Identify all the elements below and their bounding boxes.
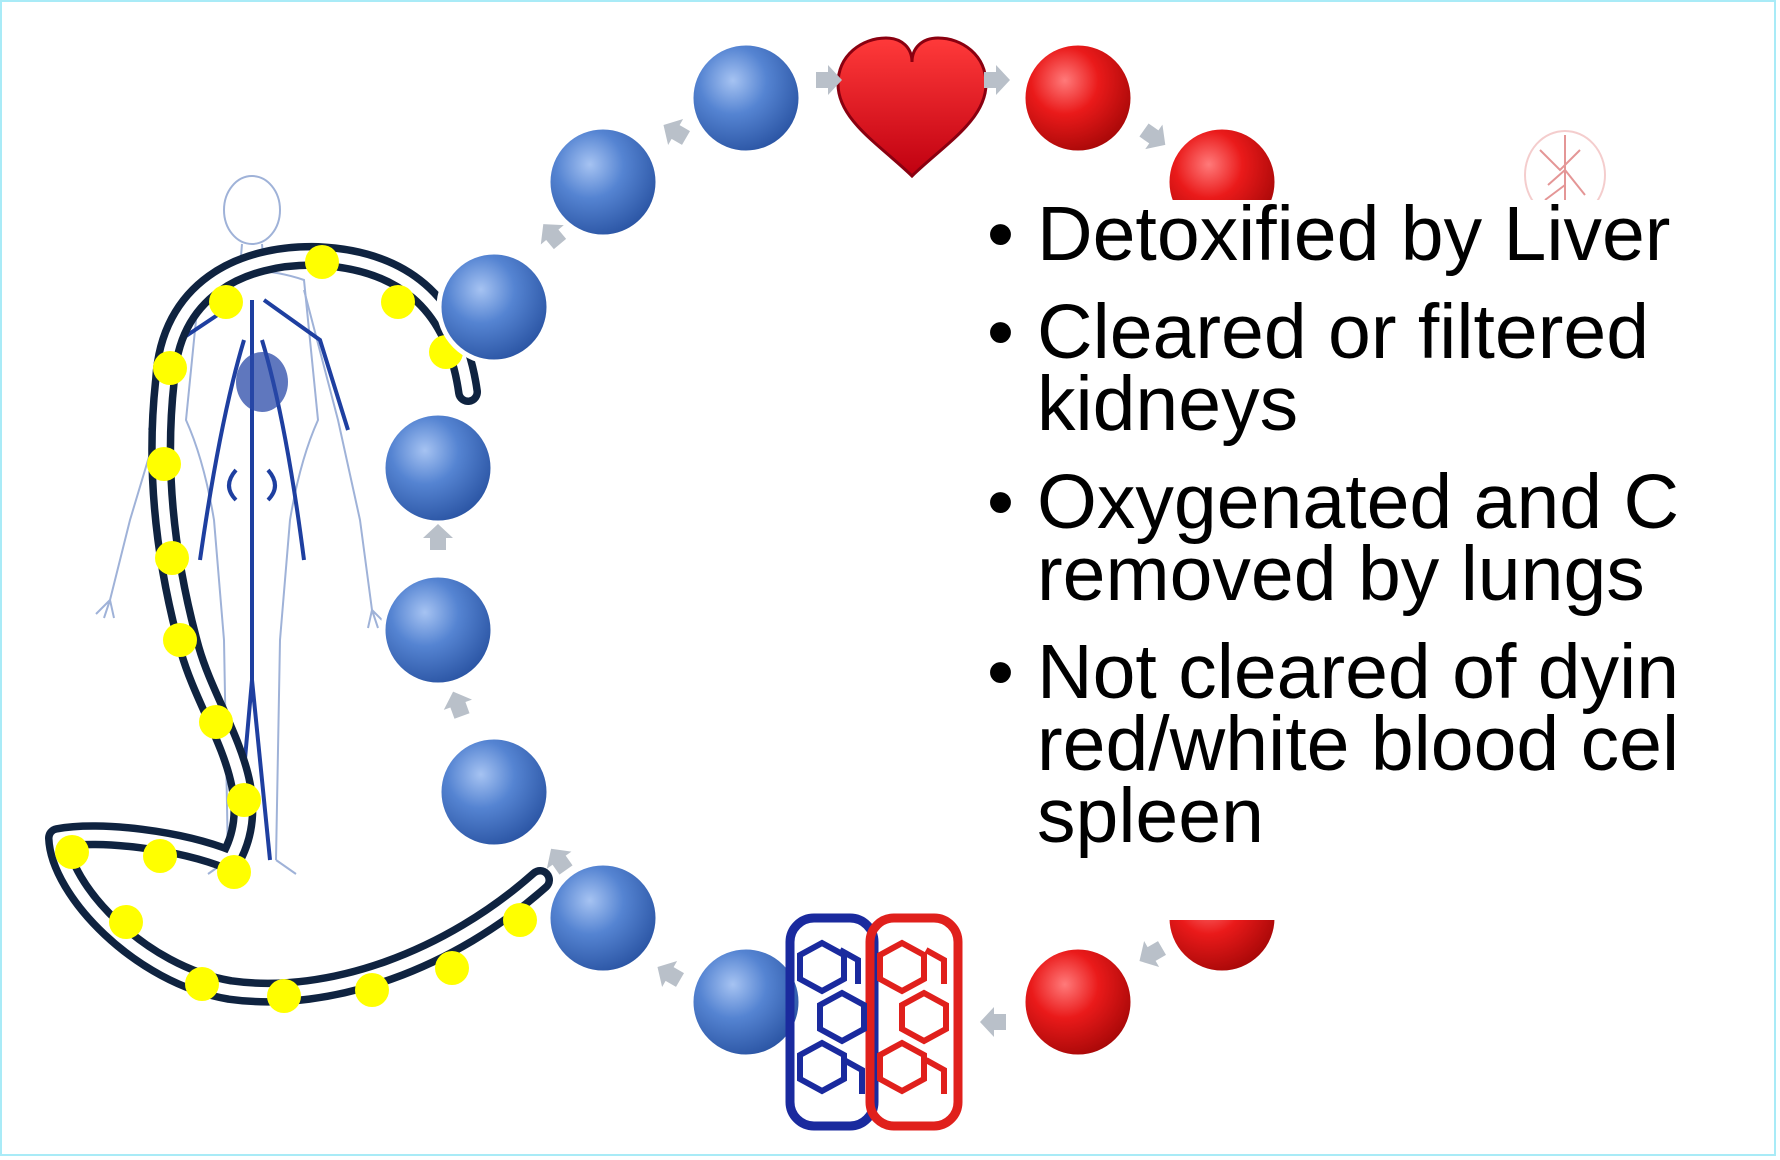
arrow — [439, 686, 476, 721]
bullet-item: Detoxified by Liver — [975, 198, 1780, 270]
bullet-line: removed by lungs — [1037, 538, 1780, 610]
arrow — [984, 65, 1010, 95]
bullet-line: Cleared or filtered — [1037, 296, 1780, 368]
arrow — [650, 954, 688, 993]
heart-organ — [236, 352, 288, 412]
blue-cell — [548, 127, 658, 237]
arrow — [656, 112, 694, 151]
arrow — [1132, 935, 1170, 974]
blue-cell — [548, 863, 658, 973]
arrow — [1135, 118, 1174, 157]
blue-cell — [439, 737, 549, 847]
arrow — [423, 524, 453, 550]
bullet-item: Cleared or filtered kidneys — [975, 296, 1780, 440]
heart-icon — [838, 38, 986, 176]
blue-cell — [383, 413, 493, 523]
bullet-line: spleen — [1037, 780, 1780, 852]
bullet-list: Detoxified by Liver Cleared or filtered … — [975, 198, 1780, 878]
bullet-line: kidneys — [1037, 368, 1780, 440]
red-cell — [1023, 43, 1133, 153]
bullet-line: Oxygenated and C — [1037, 466, 1780, 538]
bullet-item: Not cleared of dyin red/white blood cel … — [975, 636, 1780, 852]
blue-cell — [691, 947, 801, 1057]
bullet-line: Detoxified by Liver — [1037, 198, 1780, 270]
blue-cell — [439, 252, 549, 362]
blue-cell — [691, 43, 801, 153]
capillary-network-icon — [790, 918, 958, 1126]
bullet-item: Oxygenated and C removed by lungs — [975, 466, 1780, 610]
blue-cell — [383, 575, 493, 685]
red-cell — [1023, 947, 1133, 1057]
bullet-line: Not cleared of dyin — [1037, 636, 1780, 708]
arrow — [980, 1007, 1006, 1037]
bullet-line: red/white blood cel — [1037, 708, 1780, 780]
